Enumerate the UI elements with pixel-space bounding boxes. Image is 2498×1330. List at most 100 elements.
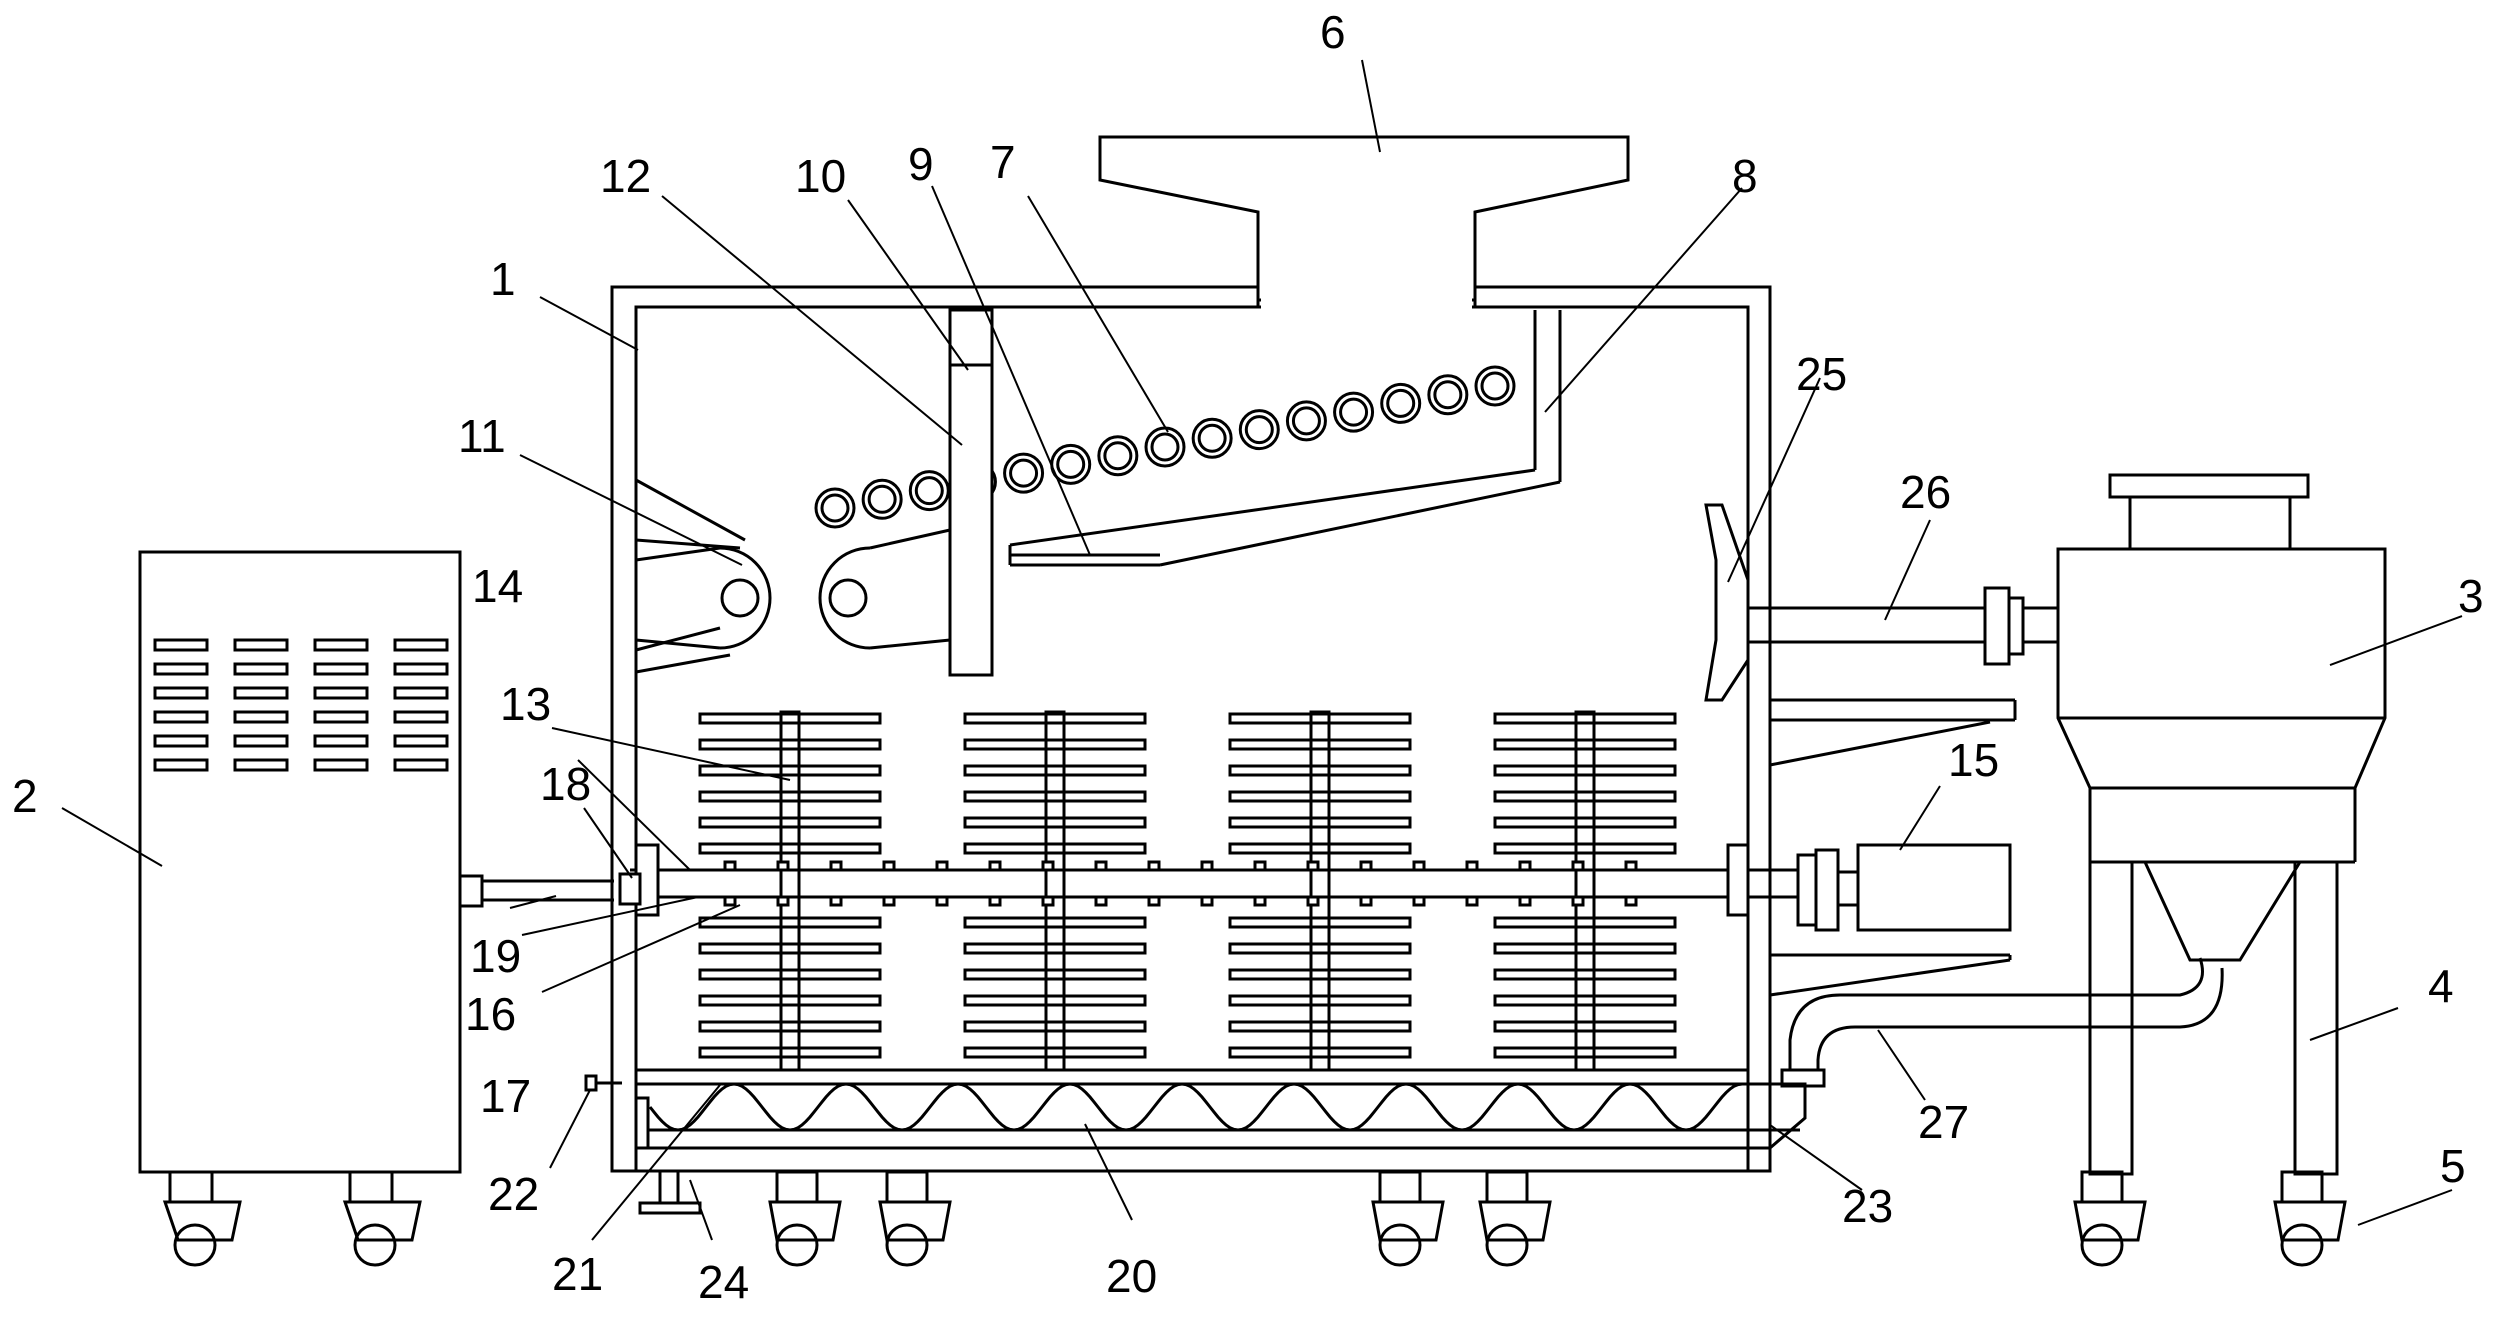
return-pipe bbox=[1780, 957, 2224, 1088]
main-shaft bbox=[630, 843, 1750, 917]
label-13: 13 bbox=[500, 678, 551, 730]
roller-core bbox=[1009, 458, 1039, 488]
roller-core bbox=[1480, 371, 1510, 401]
label-27: 27 bbox=[1918, 1096, 1969, 1148]
nozzle-top bbox=[776, 860, 790, 872]
nozzle-bottom bbox=[829, 895, 843, 907]
paddle-blade bbox=[1493, 816, 1677, 829]
nozzle-bottom bbox=[1359, 895, 1373, 907]
upper-shelf bbox=[1769, 698, 2017, 767]
label-17: 17 bbox=[480, 1070, 531, 1122]
paddle-blade bbox=[963, 1046, 1147, 1059]
paddle-blade bbox=[698, 942, 882, 955]
nozzle-top bbox=[1200, 860, 1214, 872]
roller-core bbox=[1433, 380, 1463, 410]
nozzle-top bbox=[935, 860, 949, 872]
paddle-blade bbox=[963, 712, 1147, 725]
paddle-blade bbox=[1228, 712, 1412, 725]
nozzle-bottom bbox=[1412, 895, 1426, 907]
label-9: 9 bbox=[908, 138, 934, 190]
paddle-blade bbox=[698, 1046, 882, 1059]
label-21: 21 bbox=[552, 1248, 603, 1300]
nozzle-bottom bbox=[776, 895, 790, 907]
label-11: 11 bbox=[458, 410, 506, 462]
paddle-blade bbox=[963, 968, 1147, 981]
roller-core bbox=[1244, 415, 1274, 445]
nozzle-bottom bbox=[1094, 895, 1108, 907]
roller-core bbox=[1197, 423, 1227, 453]
caster-mount bbox=[2080, 1170, 2124, 1204]
nozzle-top bbox=[1571, 860, 1585, 872]
paddle-blade bbox=[1493, 712, 1677, 725]
paddle-blade bbox=[698, 994, 882, 1007]
paddle-blade bbox=[1493, 1046, 1677, 1059]
vent-slot bbox=[233, 710, 289, 724]
part-labels: 1 2 3 4 5 6 7 8 9 10 11 12 13 14 15 16 1… bbox=[12, 6, 2484, 1308]
caster-mount bbox=[775, 1170, 819, 1204]
caster-mount bbox=[885, 1170, 929, 1204]
support-post bbox=[948, 308, 994, 677]
paddle-blade bbox=[698, 712, 882, 725]
caster-body bbox=[1371, 1200, 1445, 1242]
feed-hopper bbox=[1098, 135, 1630, 311]
paddle-blade bbox=[963, 816, 1147, 829]
vent-slot bbox=[313, 662, 369, 676]
caster-wheel bbox=[2280, 1223, 2324, 1267]
paddle-blade bbox=[698, 968, 882, 981]
nozzle-bottom bbox=[723, 895, 737, 907]
paddle-blade bbox=[1493, 942, 1677, 955]
caster-mount bbox=[1378, 1170, 1422, 1204]
label-24: 24 bbox=[698, 1256, 749, 1308]
caster-wheel bbox=[1378, 1223, 1422, 1267]
caster-wheel bbox=[885, 1223, 929, 1267]
paddle-blade bbox=[1493, 738, 1677, 751]
paddle-blade bbox=[963, 1020, 1147, 1033]
paddle-blade bbox=[1228, 994, 1412, 1007]
caster-body bbox=[2073, 1200, 2147, 1242]
label-2: 2 bbox=[12, 770, 38, 822]
vent-slot bbox=[393, 662, 449, 676]
vent-slot bbox=[233, 734, 289, 748]
label-8: 8 bbox=[1732, 150, 1758, 202]
paddle-blade bbox=[1493, 790, 1677, 803]
paddle-blade bbox=[698, 764, 882, 777]
main-tank bbox=[610, 285, 1772, 1173]
paddle-blade bbox=[1228, 842, 1412, 855]
label-10: 10 bbox=[795, 150, 846, 202]
vent-slot bbox=[153, 758, 209, 772]
label-26: 26 bbox=[1900, 466, 1951, 518]
cabinet-vents bbox=[153, 638, 449, 772]
label-20: 20 bbox=[1106, 1250, 1157, 1302]
label-14: 14 bbox=[472, 560, 523, 612]
paddle-blade bbox=[1228, 816, 1412, 829]
paddle-blade bbox=[1493, 916, 1677, 929]
vent-slot bbox=[233, 758, 289, 772]
vent-slot bbox=[313, 638, 369, 652]
cabinet-casters bbox=[162, 1170, 422, 1267]
nozzle-bottom bbox=[988, 895, 1002, 907]
nozzle-bottom bbox=[1306, 895, 1320, 907]
screw-conveyor bbox=[634, 1068, 1807, 1150]
paddle-blade bbox=[1228, 1046, 1412, 1059]
paddle-blade bbox=[698, 842, 882, 855]
drive-motor bbox=[1748, 843, 2012, 997]
caster-body bbox=[2273, 1200, 2347, 1242]
vent-slot bbox=[153, 662, 209, 676]
mixing-paddles bbox=[698, 710, 1677, 1072]
paddle-blade bbox=[963, 942, 1147, 955]
nozzle-top bbox=[1624, 860, 1638, 872]
paddle-blade bbox=[1228, 790, 1412, 803]
label-18: 18 bbox=[540, 758, 591, 810]
caster-wheel bbox=[1485, 1223, 1529, 1267]
vent-slot bbox=[313, 758, 369, 772]
caster-wheel bbox=[2080, 1223, 2124, 1267]
leader-lines bbox=[61, 59, 2463, 1241]
paddle-blade bbox=[1493, 1020, 1677, 1033]
label-5: 5 bbox=[2440, 1140, 2466, 1192]
paddle-blade bbox=[963, 738, 1147, 751]
label-15: 15 bbox=[1948, 734, 1999, 786]
crusher-mechanism bbox=[635, 478, 951, 674]
label-7: 7 bbox=[990, 136, 1016, 188]
spray-head bbox=[1704, 503, 2058, 702]
vent-slot bbox=[393, 710, 449, 724]
